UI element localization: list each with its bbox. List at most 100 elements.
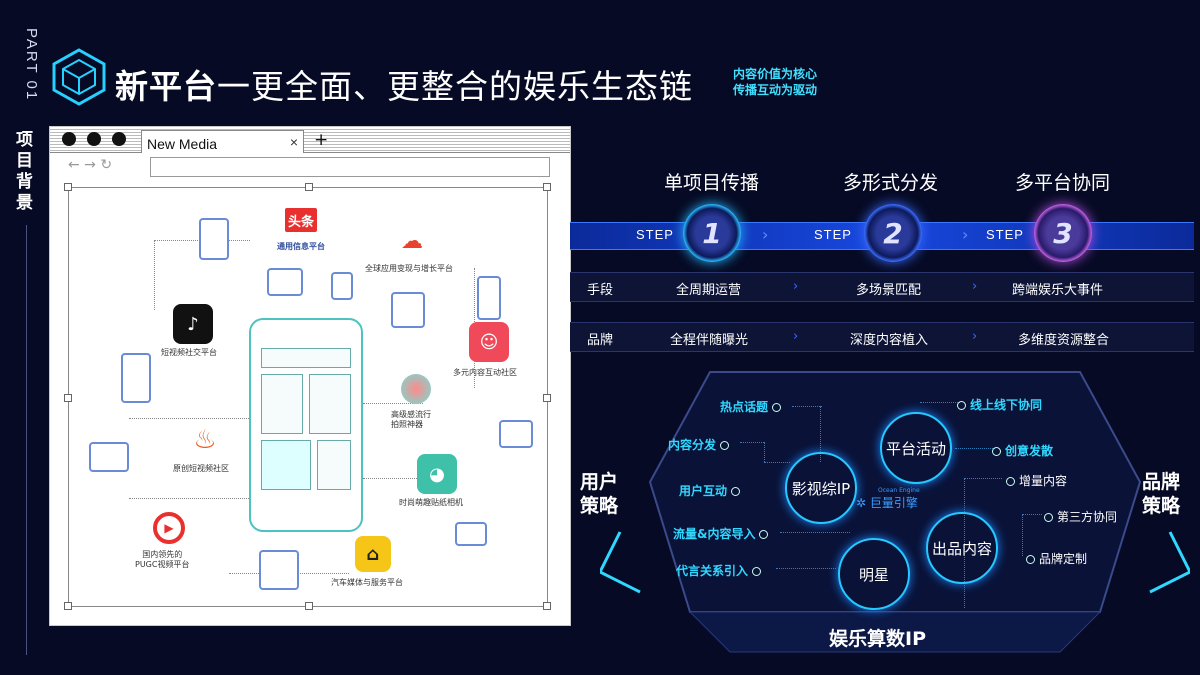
- camera-app-icon: [401, 374, 431, 404]
- ring-product-content[interactable]: 出品内容: [926, 512, 998, 584]
- ring-film-ip[interactable]: 影视综IP: [785, 452, 857, 524]
- resize-handle[interactable]: [64, 602, 72, 610]
- touch-phone-icon: [391, 292, 425, 328]
- dongchedi-label: 汽车媒体与服务平台: [331, 578, 403, 587]
- connector: [129, 418, 249, 419]
- method-value-1: 全周期运营: [676, 283, 742, 298]
- play-card: [317, 440, 351, 490]
- label-traffic-import: 流量&内容导入: [673, 525, 772, 542]
- step-3-title: 多平台协同: [1015, 172, 1111, 194]
- ocean-engine-icon: ✲: [856, 496, 867, 510]
- phone-card: [261, 348, 351, 368]
- camera-app-label: 高级感流行 拍照神器: [391, 410, 431, 429]
- window-dot-close[interactable]: [62, 132, 76, 146]
- image-card: [261, 440, 311, 490]
- label-hot-topics: 热点话题: [720, 398, 785, 415]
- label-incremental: 增量内容: [1002, 472, 1067, 489]
- video-phone-icon: [121, 353, 151, 403]
- connector: [764, 462, 790, 463]
- node-dot: [1026, 555, 1035, 564]
- car-outline-icon: [455, 522, 487, 546]
- brand-value-2: 深度内容植入: [850, 333, 929, 348]
- window-dot-maximize[interactable]: [112, 132, 126, 146]
- url-bar[interactable]: [150, 157, 550, 177]
- label-brand-custom: 品牌定制: [1022, 550, 1087, 567]
- step-3-badge: 3: [1034, 204, 1092, 262]
- resize-handle[interactable]: [64, 394, 72, 402]
- duoshan-label: 多元内容互动社区: [453, 368, 517, 377]
- huoshan-label: 原创短视频社区: [173, 464, 229, 473]
- phone-share-icon: [331, 272, 353, 300]
- connector: [363, 403, 423, 404]
- center-logo: ✲ 巨量引擎: [856, 494, 918, 511]
- connector: [955, 448, 995, 449]
- step-3-label: STEP: [986, 227, 1024, 242]
- faceu-icon: ◕: [417, 454, 457, 494]
- chevron-right-icon: ›: [972, 279, 978, 294]
- browser-tab[interactable]: New Media ×: [141, 130, 304, 153]
- toutiao-icon: 头条: [285, 208, 317, 232]
- ip-title: 娱乐算数IP: [829, 628, 926, 650]
- camera-outline-icon: [499, 420, 533, 448]
- connector: [792, 406, 822, 407]
- huoshan-icon: ♨: [185, 420, 225, 460]
- xigua-label: 国内领先的 PUGC视频平台: [135, 550, 190, 569]
- step-1-badge: 1: [683, 204, 741, 262]
- node-dot: [957, 401, 966, 410]
- brand-strategy-label: 品牌 策略: [1142, 471, 1181, 517]
- step-2-label: STEP: [814, 227, 852, 242]
- tagline: 内容价值为核心 传播互动为驱动: [733, 66, 817, 98]
- method-row-label: 手段: [587, 283, 614, 298]
- xigua-icon: ▶: [153, 512, 185, 544]
- center-logo-text: 巨量引擎: [869, 496, 918, 510]
- brand-row-label: 品牌: [587, 333, 614, 348]
- connector: [129, 498, 249, 499]
- resize-handle[interactable]: [64, 183, 72, 191]
- part-label: PART 01: [23, 28, 40, 102]
- phone-illustration: [249, 318, 363, 532]
- connector: [776, 568, 836, 569]
- node-dot: [1044, 513, 1053, 522]
- step-2-badge: 2: [864, 204, 922, 262]
- chevron-right-icon: ›: [972, 329, 978, 344]
- brand-row: [570, 322, 1194, 352]
- resize-handle[interactable]: [305, 602, 313, 610]
- label-online-offline: 线上线下协同: [953, 396, 1042, 413]
- resize-handle[interactable]: [305, 183, 313, 191]
- logo-icon: [50, 48, 108, 106]
- sidebar-divider: [26, 225, 27, 655]
- connector: [764, 442, 765, 462]
- connector: [780, 532, 850, 533]
- camera-card: [261, 374, 303, 434]
- nav-buttons[interactable]: ← → ↻: [68, 157, 113, 173]
- window-dot-minimize[interactable]: [87, 132, 101, 146]
- chevron-right-icon: ›: [793, 329, 799, 344]
- douyin-icon: ♪: [173, 304, 213, 344]
- tab-label: New Media: [147, 136, 218, 152]
- chevron-right-icon: ›: [962, 225, 969, 244]
- node-dot: [752, 567, 762, 576]
- ring-star[interactable]: 明星: [838, 538, 910, 610]
- chevron-right-icon: ›: [793, 279, 799, 294]
- step-2-title: 多形式分发: [843, 172, 939, 194]
- node-dot: [992, 447, 1001, 456]
- label-user-interaction: 用户互动: [679, 482, 744, 499]
- method-value-2: 多场景匹配: [856, 283, 922, 298]
- center-logo-en: Ocean Engine: [878, 487, 920, 494]
- new-tab-button[interactable]: +: [314, 130, 329, 150]
- douyin-label: 短视频社交平台: [161, 348, 217, 357]
- tagline-2: 传播互动为驱动: [733, 83, 818, 97]
- ecosystem-canvas: 头条 通用信息平台 ☁ 全球应用变现与增长平台 ♪ 短视频社交平台 ☺ 多元内容…: [64, 183, 551, 610]
- connector: [740, 442, 764, 443]
- tab-close-icon[interactable]: ×: [289, 134, 298, 150]
- tagline-1: 内容价值为核心: [733, 67, 818, 81]
- section-label: 项目背景: [16, 130, 33, 213]
- resize-handle[interactable]: [543, 602, 551, 610]
- ring-platform-activity[interactable]: 平台活动: [880, 412, 952, 484]
- resize-handle[interactable]: [543, 183, 551, 191]
- resize-handle[interactable]: [543, 394, 551, 402]
- tv-icon: [89, 442, 129, 472]
- duoshan-icon: ☺: [469, 322, 509, 362]
- node-dot: [720, 441, 730, 450]
- page-title: 新平台一更全面、更整合的娱乐生态链: [115, 60, 693, 108]
